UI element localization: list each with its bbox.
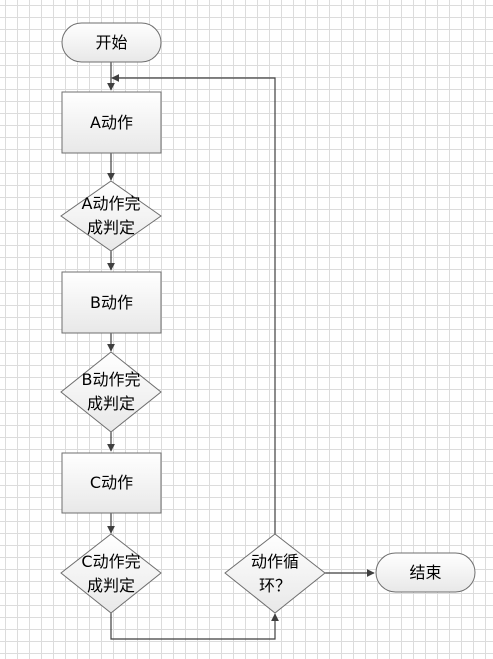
- check-a-diamond: [60, 180, 162, 252]
- connector-check-c-to-loop: [110, 613, 279, 640]
- connector-loop-back-to-a: [111, 74, 276, 534]
- action-a-box: [61, 91, 162, 154]
- start-terminal: [61, 22, 162, 63]
- action-b-box: [61, 271, 162, 334]
- check-b-diamond: [60, 351, 162, 433]
- loop-check-diamond: [224, 533, 326, 614]
- check-c-diamond: [60, 533, 162, 614]
- end-terminal: [375, 552, 476, 593]
- action-c-box: [61, 452, 162, 514]
